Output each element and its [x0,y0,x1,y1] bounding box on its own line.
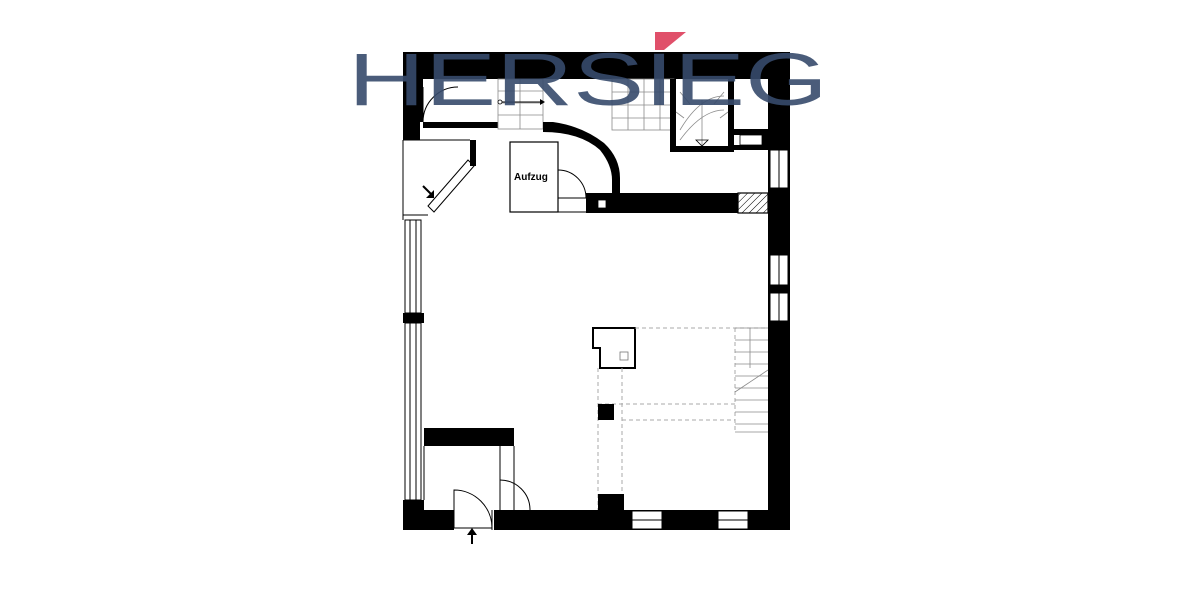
core-bottom-wall [586,193,738,213]
shaft-right-wall [762,129,768,150]
elevator-label: Aufzug [514,172,548,183]
left-bottom-wall [403,500,424,530]
right-wall [768,52,790,530]
bottom-column [598,494,624,510]
entrance-door-swing [453,489,493,529]
corridor-lines [402,139,470,220]
top-wall [403,52,790,79]
hersieg-logo: HERSIEG [348,32,828,121]
shaft-bottom-wall [734,145,768,150]
hatched-wall-top [737,192,769,214]
spiral-left-wall [670,79,676,152]
main-entrance [453,489,494,530]
logo-accent [655,32,686,50]
right-staircase [734,327,769,433]
small-column [598,404,614,420]
arrow-down-right-icon [422,185,434,198]
central-structure [592,327,768,510]
spiral-bottom-wall [670,146,734,152]
arrow-up-icon [467,528,477,544]
elevator: Aufzug [470,140,590,213]
elevator-left-wall [470,140,476,166]
shaft-top-wall [734,129,768,135]
stair-left-wall [423,122,498,128]
central-column [592,327,636,369]
left-top-wall [403,52,423,122]
interior-walls [423,192,769,511]
left-wall-pillar [403,313,424,323]
bottom-wall [403,510,790,530]
elevator-door-swing [557,169,587,199]
exterior-walls [403,52,790,530]
curved-wall [543,122,620,195]
hatched-wall-lower [439,431,505,443]
left-window-lower [404,322,422,501]
spiral-right-wall [728,79,734,152]
diagonal-window [427,159,475,213]
lower-room-door-swing [499,479,531,511]
stair-door-swing [422,86,459,123]
logo-text: HERSIEG [348,38,828,121]
windows [404,149,789,530]
top-stairwell [422,78,768,195]
left-window-upper [404,219,422,314]
left-corner-wall [403,122,420,140]
